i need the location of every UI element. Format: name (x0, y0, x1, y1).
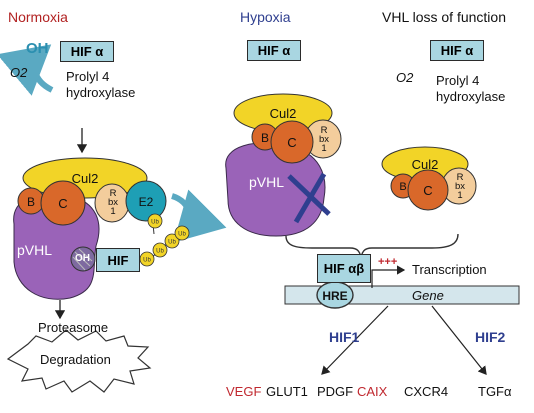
c-label-hypoxia: C (287, 135, 296, 150)
prolyl-line2-vhl-loss: hydroxylase (436, 89, 506, 104)
ub-label-1: Ub (143, 258, 151, 264)
gene-label: Gene (412, 288, 444, 303)
x-mark-line-2 (293, 172, 327, 224)
target-tgfa: TGFα (478, 384, 512, 399)
prolyl-line1-vhl-loss: Prolyl 4 (436, 73, 480, 88)
hif2-arrow (431, 305, 487, 375)
target-glut1: GLUT1 (266, 384, 308, 399)
oh-bound-label: OH (75, 253, 90, 264)
transcription-label: Transcription (412, 262, 487, 277)
pvhl-label-normoxia: pVHL (17, 242, 53, 258)
ub-circle-1 (139, 251, 155, 267)
prolyl-line2-normoxia: hydroxylase (66, 85, 136, 100)
c-label-vhl-loss: C (423, 183, 432, 198)
target-caix: CAIX (357, 384, 388, 399)
transcription-arrow (371, 265, 406, 288)
rbx-label-hypoxia: R bx 1 (318, 125, 330, 154)
oh-hatch (72, 248, 93, 271)
c-shape-vhl-loss (407, 169, 449, 211)
hif2-label: HIF2 (475, 329, 506, 345)
hif-alpha-box-vhl-loss: HIF α (430, 40, 484, 61)
proteasome-label: Proteasome (38, 320, 109, 335)
hif-bound-box: HIF (96, 248, 140, 272)
ub-circle-2 (152, 242, 168, 258)
ub-circle-e2 (147, 213, 163, 229)
hre-label: HRE (322, 289, 347, 303)
merge-brace (285, 233, 459, 259)
ub-label-5: Ub (151, 220, 159, 226)
prolyl-line1-normoxia: Prolyl 4 (66, 69, 110, 84)
c-shape-hypoxia (270, 120, 314, 164)
b-label-hypoxia: B (261, 131, 269, 145)
hif-alpha-box-normoxia: HIF α (60, 41, 114, 62)
hypoxia-header: Hypoxia (240, 9, 291, 25)
hif-ab-box: HIF αβ (317, 254, 371, 283)
target-vegf: VEGF (226, 384, 262, 399)
b-label-vhl-loss: B (399, 181, 406, 193)
ub-label-4: Ub (178, 232, 186, 238)
e2-shape (125, 180, 167, 222)
ub-label-3: Ub (168, 240, 176, 246)
rbx-label-vhl-loss: R bx 1 (454, 172, 466, 201)
b-label-normoxia: B (27, 195, 35, 209)
vhl-loss-header: VHL loss of function (382, 9, 506, 25)
hif-alpha-box-hypoxia: HIF α (247, 40, 301, 61)
plus-label: +++ (378, 256, 398, 268)
cul2-label-normoxia: Cul2 (72, 171, 99, 186)
degradation-burst (6, 329, 152, 393)
ub-label-2: Ub (156, 249, 164, 255)
ub-circle-3 (164, 233, 180, 249)
c-shape-normoxia (40, 180, 86, 226)
normoxia-header: Normoxia (8, 9, 68, 25)
e2-label: E2 (139, 195, 154, 209)
o2-label-normoxia: O2 (10, 65, 28, 80)
rbx-label-normoxia: R bx 1 (107, 188, 119, 217)
cul2-label-hypoxia: Cul2 (270, 106, 297, 121)
o2-hydroxylation-arrow (0, 44, 54, 96)
cul2-label-vhl-loss: Cul2 (412, 157, 439, 172)
o2-label-vhl-loss: O2 (396, 70, 414, 85)
ub-circle-4 (174, 225, 190, 241)
target-cxcr4: CXCR4 (404, 384, 449, 399)
c-label-normoxia: C (58, 196, 67, 211)
oh-label: OH (26, 40, 49, 57)
hif1-arrow (321, 305, 389, 375)
pvhl-label-hypoxia: pVHL (249, 174, 285, 190)
hif1-label: HIF1 (329, 329, 360, 345)
target-pdgf: PDGF (317, 384, 354, 399)
degradation-label: Degradation (40, 352, 111, 367)
